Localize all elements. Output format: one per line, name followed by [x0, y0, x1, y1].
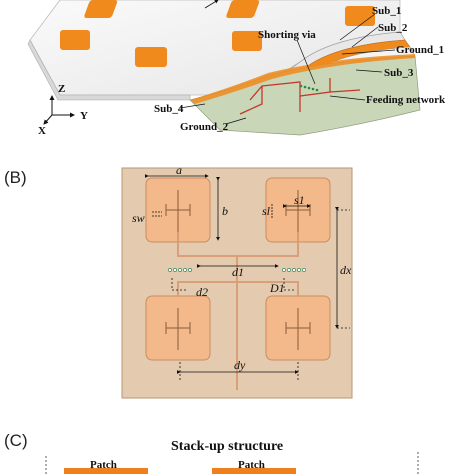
sub-3-orange-strip [190, 54, 415, 104]
label-feeding-network: Feeding network [366, 94, 446, 106]
panel-c-label: (C) [4, 431, 28, 450]
label-sub-4: Sub_4 [154, 103, 184, 115]
patch [135, 47, 167, 67]
stackup-patch-2-label: Patch [238, 459, 265, 471]
label-sub-3: Sub_3 [384, 67, 414, 79]
panel-b-label: (B) [4, 168, 27, 187]
dim-s1: s1 [294, 193, 305, 207]
patch [60, 30, 90, 50]
axis-x-label: X [38, 125, 46, 137]
feeding-network-lines [239, 78, 361, 115]
stackup-title: Stack-up structure [171, 439, 283, 454]
h-slots [165, 190, 311, 350]
top-patches [60, 0, 375, 67]
panel-b-top-view: (B) [4, 163, 353, 399]
axis-y-label: Y [80, 110, 88, 122]
dim-D1: D1 [269, 281, 285, 295]
label-shorting-via: Shorting via [258, 29, 316, 41]
dim-dy: dy [234, 358, 246, 372]
dim-d2: d2 [196, 285, 208, 299]
patches-b [145, 177, 331, 361]
stackup-patch-1 [64, 468, 148, 474]
patch [84, 0, 118, 18]
label-sub-1: Sub_1 [372, 5, 401, 17]
dim-a: a [176, 163, 182, 177]
patch [226, 0, 260, 18]
stackup-patch-2 [212, 468, 296, 474]
axes-triad [43, 95, 75, 125]
shorting-via-dots [299, 84, 319, 92]
leader-lines [179, 13, 396, 125]
top-arrow [204, 0, 219, 9]
label-sub-2: Sub_2 [378, 22, 408, 34]
dim-b: b [222, 204, 228, 218]
panel-a-3d-model: Sub_1 Sub_2 Ground_1 Shorting via Sub_3 … [27, 0, 446, 137]
label-ground-2: Ground_2 [180, 121, 229, 133]
panel-c-stackup: (C) Stack-up structure Patch Patch [4, 431, 419, 474]
dim-sw: sw [132, 211, 145, 225]
axis-z-label: Z [58, 83, 65, 95]
dim-sl: sl [262, 204, 271, 218]
patch [232, 31, 262, 51]
label-ground-1: Ground_1 [396, 44, 444, 56]
stackup-patch-1-label: Patch [90, 459, 117, 471]
dim-dx: dx [340, 263, 352, 277]
vias-b [168, 268, 306, 272]
dimension-lines [144, 174, 350, 380]
patch [345, 6, 375, 26]
dim-d1: d1 [232, 265, 244, 279]
